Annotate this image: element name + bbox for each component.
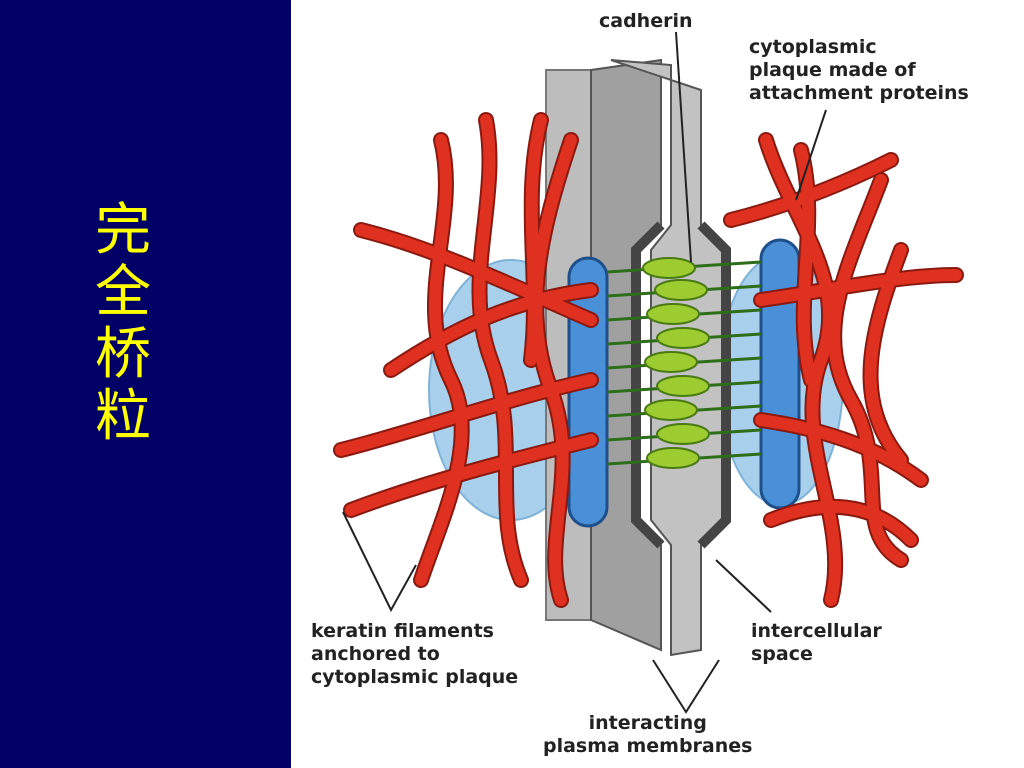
keratin-filaments-right bbox=[725, 134, 962, 606]
slide-title: 完全桥粒 bbox=[95, 198, 151, 449]
left-membrane-edge bbox=[631, 221, 665, 549]
label-keratin-filaments: keratin filaments anchored to cytoplasmi… bbox=[311, 620, 519, 688]
right-cytoplasmic-plaque bbox=[759, 238, 801, 510]
desmosome-diagram: cadherin cytoplasmic plaque made of atta… bbox=[291, 0, 1024, 768]
label-cadherin: cadherin bbox=[599, 10, 693, 32]
leader-lines bbox=[342, 31, 827, 714]
desmosome-illustration bbox=[333, 31, 964, 714]
label-intercellular-space: intercellular space bbox=[751, 620, 882, 665]
cadherin-domains bbox=[642, 257, 710, 469]
label-plasma-membranes: interacting plasma membranes bbox=[543, 712, 753, 757]
label-cytoplasmic-plaque: cytoplasmic plaque made of attachment pr… bbox=[749, 36, 969, 104]
keratin-filaments-left bbox=[335, 114, 597, 606]
